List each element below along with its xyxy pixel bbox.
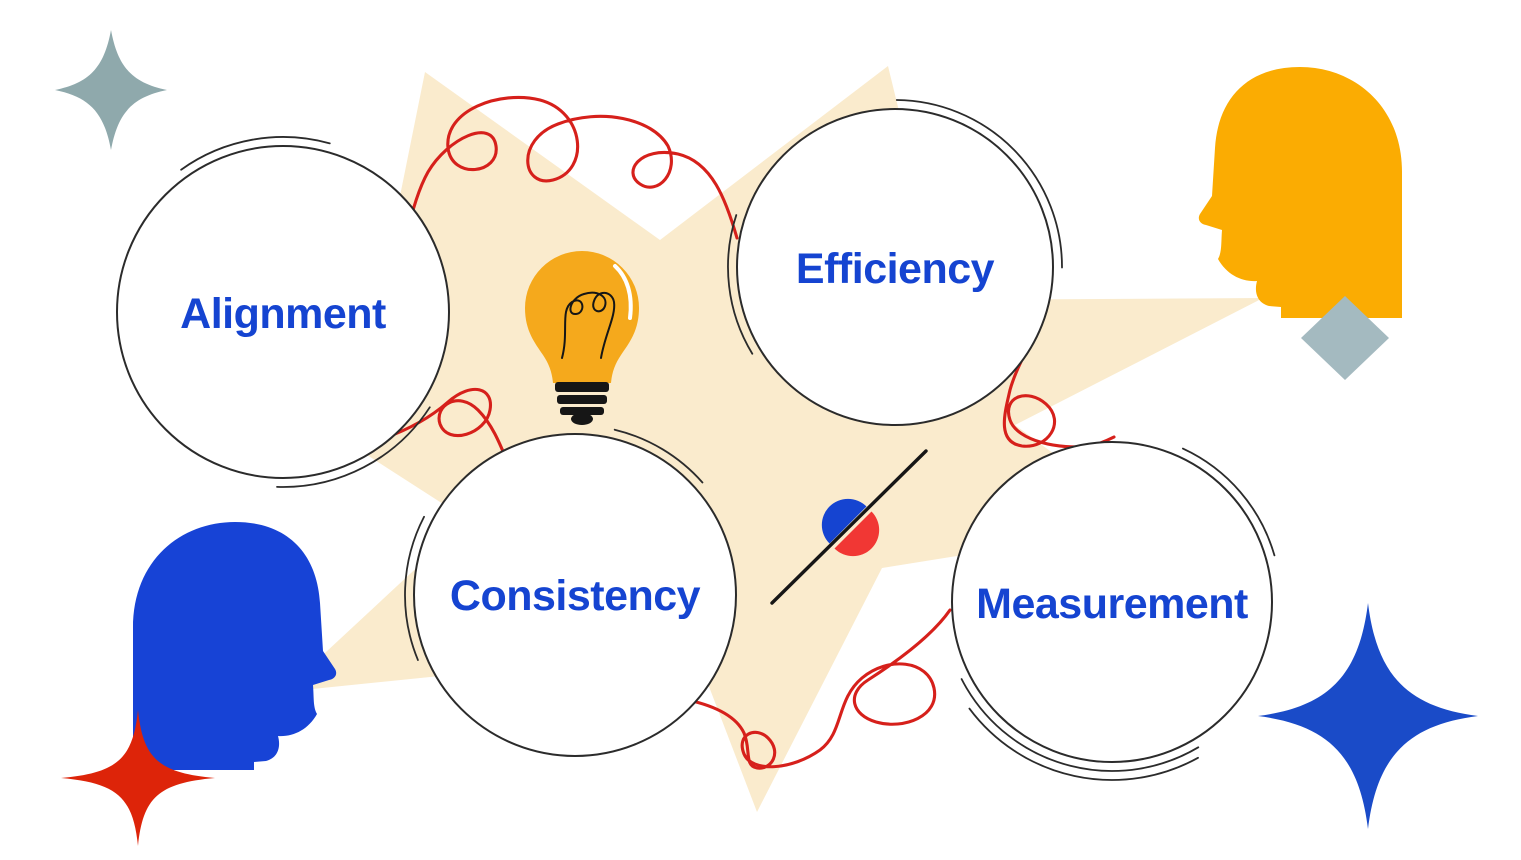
- alignment-circle: [116, 145, 450, 479]
- bubble-alignment: Alignment: [107, 136, 459, 488]
- sparkle-red-icon: [61, 710, 215, 846]
- head-silhouette-yellow-icon: [1198, 67, 1402, 318]
- consistency-top-right-arc: [404, 424, 746, 766]
- consistency-circle: [413, 433, 737, 757]
- alignment-bottom-arc: [107, 136, 459, 488]
- efficiency-top-right-arc: [727, 99, 1063, 435]
- alignment-top-arc: [107, 136, 459, 488]
- lightbulb-icon: [525, 251, 639, 425]
- bubble-label-consistency: Consistency: [450, 572, 701, 620]
- lightbulb-base: [555, 382, 609, 425]
- lightbulb-highlight: [613, 264, 633, 320]
- split-dot-red-half: [834, 511, 880, 557]
- measurement-circle: [951, 441, 1273, 763]
- consistency-left-arc: [404, 424, 746, 766]
- measurement-bottom-outer-arc: [933, 423, 1291, 781]
- scribble-line-left-icon: [318, 387, 509, 463]
- scribble-line-top-icon: [366, 95, 739, 454]
- diagonal-line: [770, 449, 928, 605]
- efficiency-bottom-left-arc: [727, 99, 1063, 435]
- lightbulb-glass: [525, 251, 639, 383]
- bubble-label-measurement: Measurement: [976, 580, 1248, 628]
- head-silhouette-blue-icon: [133, 522, 337, 770]
- scribble-line-bottom-icon: [686, 608, 952, 770]
- measurement-bottom-arc: [942, 432, 1282, 772]
- efficiency-circle: [736, 108, 1054, 426]
- bubble-measurement: Measurement: [933, 423, 1291, 781]
- sparkle-gray-icon: [55, 30, 167, 150]
- measurement-top-right-arc: [942, 432, 1282, 772]
- bubble-label-efficiency: Efficiency: [796, 245, 995, 293]
- diamond-icon: [1301, 296, 1389, 380]
- split-dot-blue-half: [821, 498, 867, 544]
- lightbulb-filament: [561, 291, 616, 359]
- split-dot-icon: [821, 498, 880, 557]
- bubble-label-alignment: Alignment: [180, 290, 386, 338]
- bubble-consistency: Consistency: [404, 424, 746, 766]
- bubble-efficiency: Efficiency: [727, 99, 1063, 435]
- sparkle-blue-icon: [1258, 603, 1478, 829]
